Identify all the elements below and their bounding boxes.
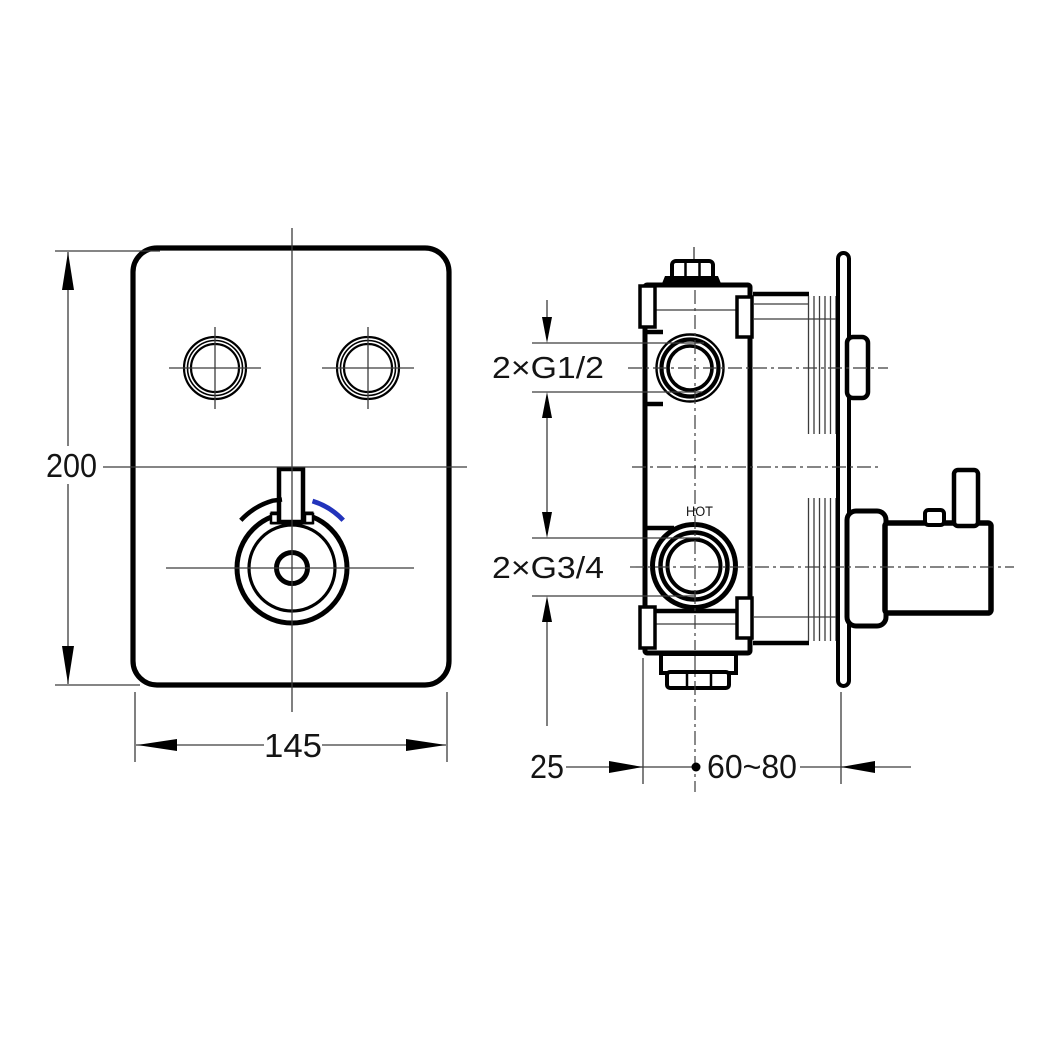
knob-flange-clip-right [303,512,315,525]
outlet-hex [665,670,731,690]
valve-body-details [638,284,754,650]
knob-lever [951,467,981,529]
mounting-lug [638,284,657,329]
arrowhead-down-icon [542,317,552,343]
front-view-centerlines [103,228,467,712]
lower-ports-label: 2×G3/4 [492,550,604,585]
height-dimension-label: 200 [46,447,97,484]
dimension-height-200: 200 [46,250,160,686]
cap-base-flange [661,276,722,286]
mounting-lug [735,596,754,640]
port-g34-hot: HOT [650,504,738,610]
arrowhead-right-icon [609,761,643,773]
front-view: 200 145 [46,228,467,764]
threaded-section [807,296,837,641]
knob-index-nub [923,508,946,527]
arrowhead-down-icon [542,512,552,538]
arrowhead-left-icon [841,761,875,773]
dimension-ports-g12: 2×G1/2 [492,300,704,512]
wall-depth-label: 60~80 [707,748,797,785]
arrowhead-up-icon [542,392,552,418]
port-bore-ring [665,537,723,595]
dimension-origin-dot [691,762,701,772]
thread-band-upper [807,296,837,434]
side-view: HOT [492,247,1014,792]
arrowhead-up-icon [542,596,552,622]
mounting-lug [735,295,754,339]
mounting-lug [638,605,657,650]
dimension-width-145: 145 [134,692,448,764]
knob-stem [276,466,306,525]
arrowhead-left-icon [137,739,177,751]
arrowhead-down-icon [62,646,74,684]
rotate-direction-arc-hot [239,497,283,522]
arrowhead-up-icon [62,252,74,290]
dimension-depths: 25 60~80 [530,658,911,785]
arrowhead-right-icon [406,739,446,751]
knob-body [882,520,994,616]
upper-ports-label: 2×G1/2 [492,350,604,385]
port-outer-ring [650,522,738,610]
cartridge-sleeve [753,291,838,646]
port-thread-ring [658,530,730,602]
knob-collar [844,508,889,629]
bottom-outlet-fitting [659,652,738,690]
thread-band-lower [807,498,837,641]
knob-side-profile [844,467,994,629]
width-dimension-label: 145 [264,727,322,764]
rotate-direction-arc-cold [311,498,345,522]
hot-port-label: HOT [686,504,713,519]
dimension-ports-g34: 2×G3/4 [492,512,700,726]
body-depth-label: 25 [530,748,564,785]
